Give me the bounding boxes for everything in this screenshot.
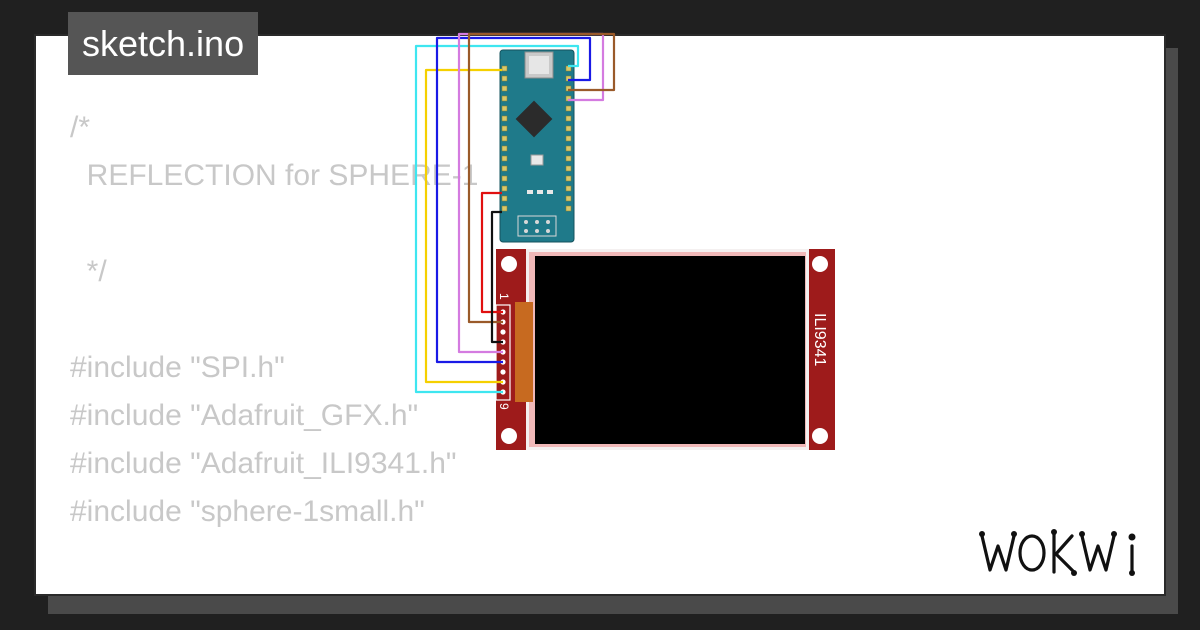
display-model-label: ILI9341 bbox=[811, 313, 828, 366]
ili9341-display[interactable]: 1 9 ILI9341 bbox=[495, 249, 835, 450]
pin-1-label: 1 bbox=[497, 293, 511, 300]
wire-yellow bbox=[424, 68, 503, 384]
code-line: #include "SPI.h" bbox=[70, 351, 285, 384]
wire-brown bbox=[467, 32, 616, 324]
wire-cyan bbox=[414, 44, 580, 394]
tft-screen bbox=[535, 256, 805, 444]
file-tab[interactable]: sketch.ino bbox=[68, 12, 259, 75]
code-line: REFLECTION for SPHERE-1 bbox=[70, 159, 479, 192]
code-line: #include "sphere-1small.h" bbox=[70, 495, 425, 528]
code-preview: /* REFLECTION for SPHERE-1 */ #include "… bbox=[70, 104, 479, 594]
wire-black bbox=[490, 210, 503, 344]
code-line: /* bbox=[70, 111, 91, 144]
wire-blue bbox=[435, 36, 592, 364]
code-line: #define TFT_DC 9 bbox=[70, 584, 478, 594]
wires bbox=[414, 32, 616, 394]
code-line: #include "Adafruit_ILI9341.h" bbox=[70, 447, 457, 480]
wokwi-logo bbox=[979, 529, 1136, 576]
code-line: */ bbox=[70, 255, 107, 288]
code-line: #include "Adafruit_GFX.h" bbox=[70, 399, 419, 432]
pin-9-label: 9 bbox=[497, 403, 511, 410]
arduino-nano-board[interactable] bbox=[499, 49, 575, 243]
